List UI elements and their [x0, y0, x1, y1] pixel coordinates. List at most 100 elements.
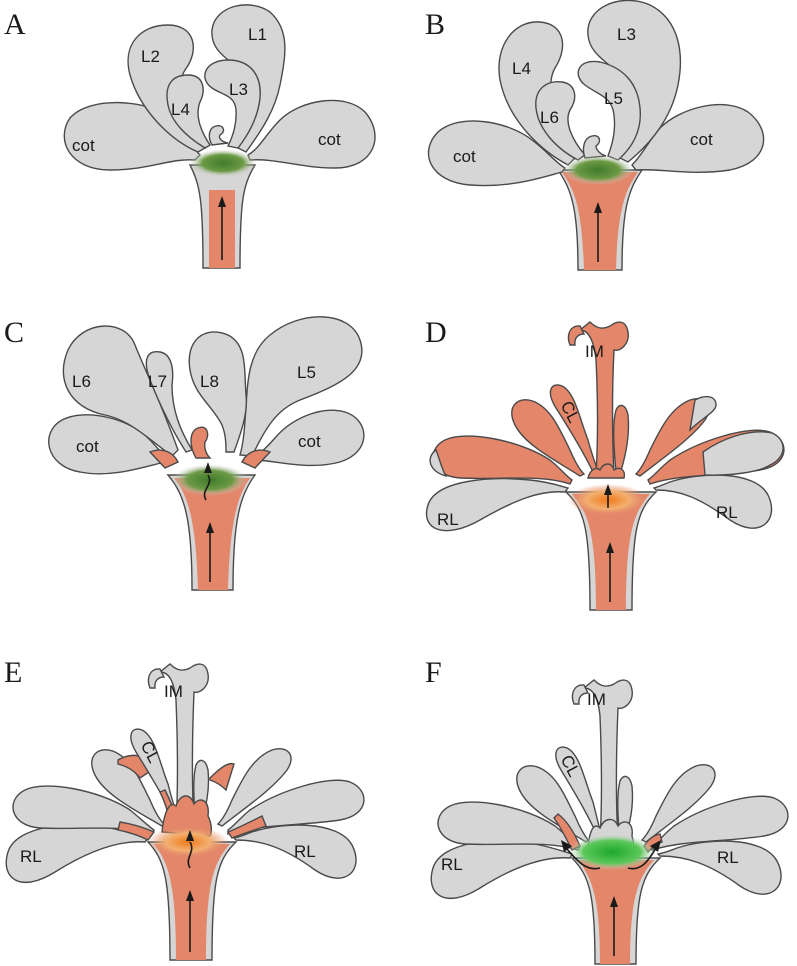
leaf-right-inner-base [209, 762, 235, 792]
auxin-wavy-arrow [187, 841, 193, 869]
rosette-leaf-right [232, 824, 357, 879]
auxin-base-left [148, 449, 179, 469]
leaf-right-inner-tip [688, 395, 717, 433]
label-rl-left: RL [20, 847, 42, 866]
auxin-curved-arrow-left [565, 847, 601, 870]
leaf-l5 [239, 316, 363, 457]
leaf-l8 [188, 331, 248, 453]
label-im: IM [585, 342, 604, 361]
panel-e: E IM CL RL RL [4, 656, 365, 961]
label-cot-left: cot [76, 437, 99, 456]
arrow-head [606, 542, 614, 553]
cotyledon-right [252, 409, 365, 467]
panel-f: F IM CL RL RL [425, 656, 789, 965]
arrow-head [218, 196, 226, 207]
leaf-left-outer-tip [429, 448, 448, 478]
label-im: IM [164, 682, 183, 701]
leaf-right-inner [216, 748, 292, 827]
auxin-base-right [241, 449, 272, 469]
panel-a: A L1 L2 L3 L4 cot cot [4, 4, 376, 269]
inflorescence-bud [567, 325, 586, 346]
label-cot-right: cot [298, 432, 321, 451]
cauline-leaf [549, 384, 599, 475]
leaf-right-outer-base [226, 815, 267, 839]
floral-cluster [161, 795, 213, 837]
panel-c: C L6 L7 L8 L5 cot cot [4, 316, 365, 591]
label-l6: L6 [72, 372, 91, 391]
leaf-right-outer-tip [702, 431, 784, 476]
inflorescence-stem [158, 663, 209, 827]
panel-letter-f: F [425, 656, 442, 689]
leaf-left-inner [516, 765, 589, 843]
leaf-l6 [535, 81, 587, 161]
panel-letter-b: B [425, 8, 445, 41]
leaf-primordium [208, 124, 229, 146]
rosette-leaf-right [652, 474, 773, 529]
panel-letter-a: A [4, 8, 26, 41]
rosette-leaf-left [430, 840, 574, 899]
vascular-core [154, 844, 230, 960]
meristem-zone [148, 826, 228, 858]
label-l1: L1 [248, 25, 267, 44]
leaf-l4 [166, 74, 211, 149]
inflorescence-bud [147, 668, 166, 689]
panel-letter-c: C [4, 316, 24, 349]
arrow-head [561, 840, 572, 852]
small-leaf-right [613, 404, 630, 475]
meristem-zone [568, 834, 656, 870]
panel-letter-e: E [4, 656, 22, 689]
panel-b: B L3 L4 L5 L6 cot cot [425, 0, 765, 271]
cauline-leaf [555, 746, 603, 844]
auxin-curved-arrow-right [627, 847, 657, 870]
panel-d: D IM CL RL RL [425, 316, 785, 611]
arrow-head [204, 462, 212, 473]
cotyledon-right [247, 99, 376, 169]
leaf-left-outer [432, 435, 573, 485]
arrow-head [186, 890, 194, 901]
inflorescence-stem [582, 679, 633, 843]
label-l4: L4 [512, 59, 531, 78]
leaf-left-inner [511, 399, 586, 477]
leaf-right-inner [640, 764, 716, 843]
label-cot-left: cot [72, 136, 95, 155]
leaf-primordium [190, 426, 212, 459]
arrow-head [186, 830, 194, 841]
arrow-head [604, 484, 612, 495]
label-cot-right: cot [318, 130, 341, 149]
label-l6: L6 [540, 108, 559, 127]
leaf-right-inner [634, 398, 710, 477]
label-cot-left: cot [453, 147, 476, 166]
meristem-zone [189, 149, 257, 177]
panel-letter-d: D [425, 316, 447, 349]
arrow-head [594, 202, 602, 213]
label-l8: L8 [200, 372, 219, 391]
label-l4: L4 [171, 100, 190, 119]
leaf-left-inner [91, 749, 165, 827]
leaf-l3 [204, 59, 261, 149]
label-l2: L2 [141, 47, 160, 66]
label-l3: L3 [617, 25, 636, 44]
label-rl-right: RL [716, 503, 738, 522]
auxin-wavy-arrow [203, 474, 211, 501]
rosette-leaf-left [425, 477, 570, 532]
leaf-primordium [582, 134, 607, 159]
label-cot-right: cot [690, 130, 713, 149]
arrow-head [206, 522, 214, 533]
label-rl-left: RL [441, 855, 463, 874]
vascular-core [578, 860, 654, 964]
label-rl-left: RL [437, 510, 459, 529]
vascular-core [562, 172, 638, 270]
leaf-l7 [145, 351, 194, 453]
leaf-right-outer [651, 795, 789, 851]
label-rl-right: RL [717, 848, 739, 867]
vascular-core [174, 478, 250, 590]
arrow-head [650, 840, 661, 852]
floral-cluster [587, 463, 626, 479]
label-l5: L5 [297, 363, 316, 382]
label-im: IM [587, 690, 606, 709]
label-rl-right: RL [294, 842, 316, 861]
leaf-l5 [577, 60, 642, 161]
cotyledon-left [48, 414, 172, 475]
arrow-head [610, 896, 618, 907]
